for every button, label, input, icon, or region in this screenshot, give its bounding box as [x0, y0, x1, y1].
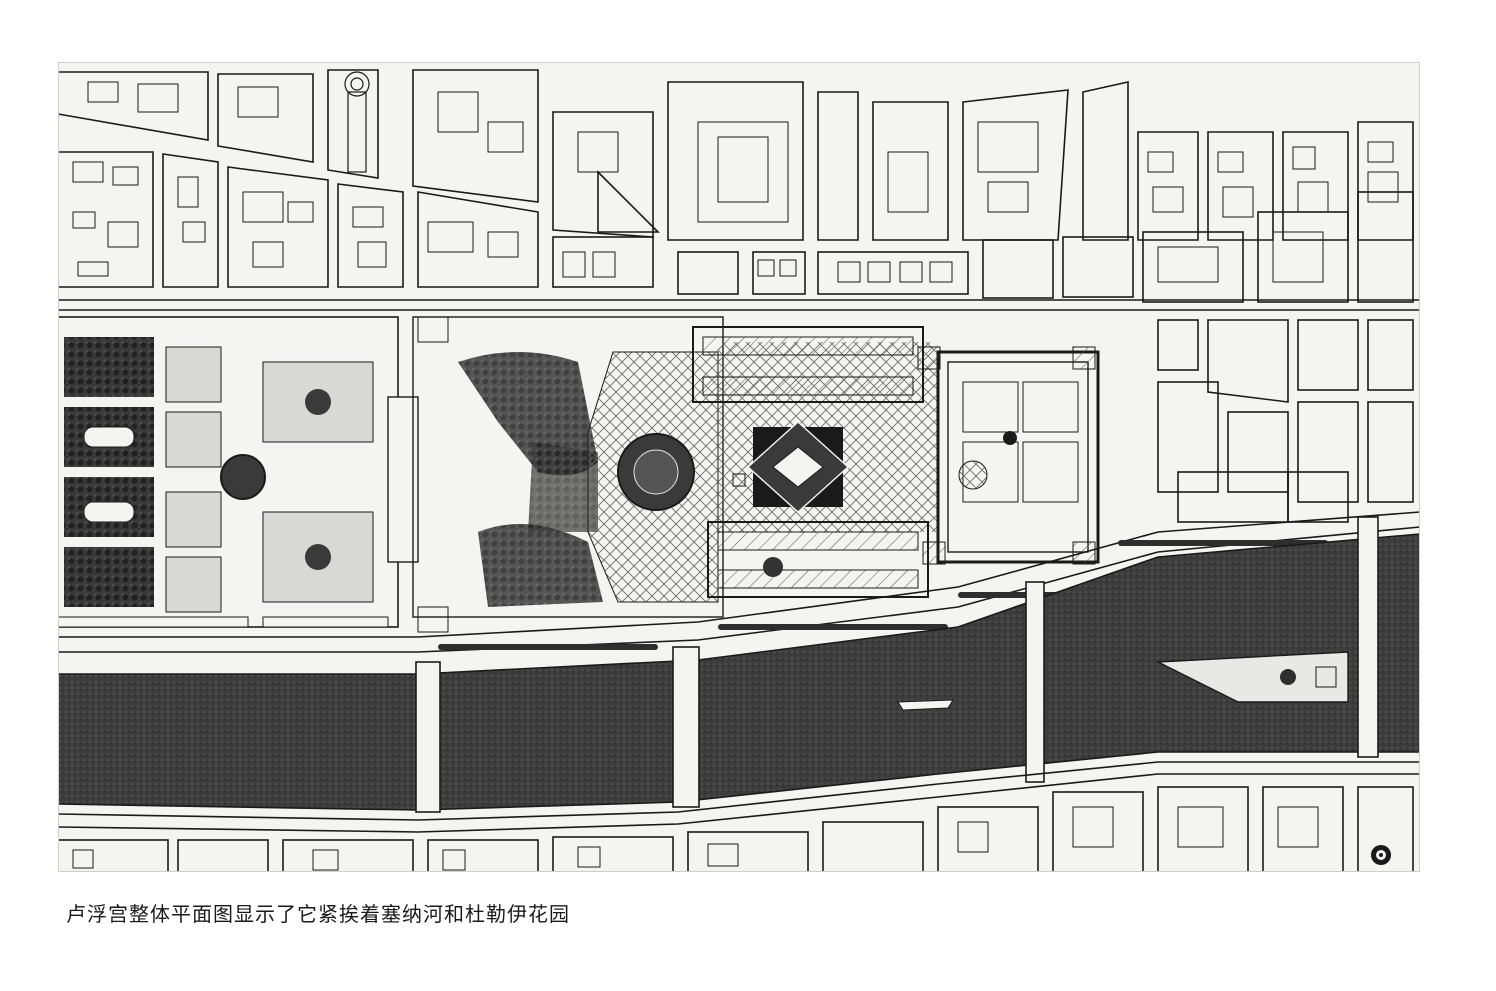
bridges — [415, 516, 1379, 813]
ile-de-la-cite-tip — [1155, 651, 1349, 703]
right-bank-quay — [58, 511, 1420, 653]
carrousel-garden — [412, 316, 724, 633]
north-city-blocks — [58, 69, 1414, 303]
louvre-site-plan — [58, 62, 1420, 872]
north-church — [344, 71, 370, 173]
left-bank-quay — [58, 761, 1420, 833]
site-plan-drawing — [58, 62, 1420, 872]
south-building-footprints — [72, 806, 1319, 871]
louvre-pyramid-icon — [732, 421, 850, 513]
south-city-blocks — [58, 786, 1414, 872]
north-building-footprints — [72, 81, 1399, 283]
figure-caption: 卢浮宫整体平面图显示了它紧挨着塞纳河和杜勒伊花园 — [66, 902, 570, 926]
east-city-blocks — [1157, 319, 1414, 523]
rue-de-rivoli — [58, 299, 1420, 311]
louvre-palace — [692, 326, 1100, 598]
compass-rose-icon — [1371, 845, 1391, 865]
boat-icon — [897, 699, 954, 711]
